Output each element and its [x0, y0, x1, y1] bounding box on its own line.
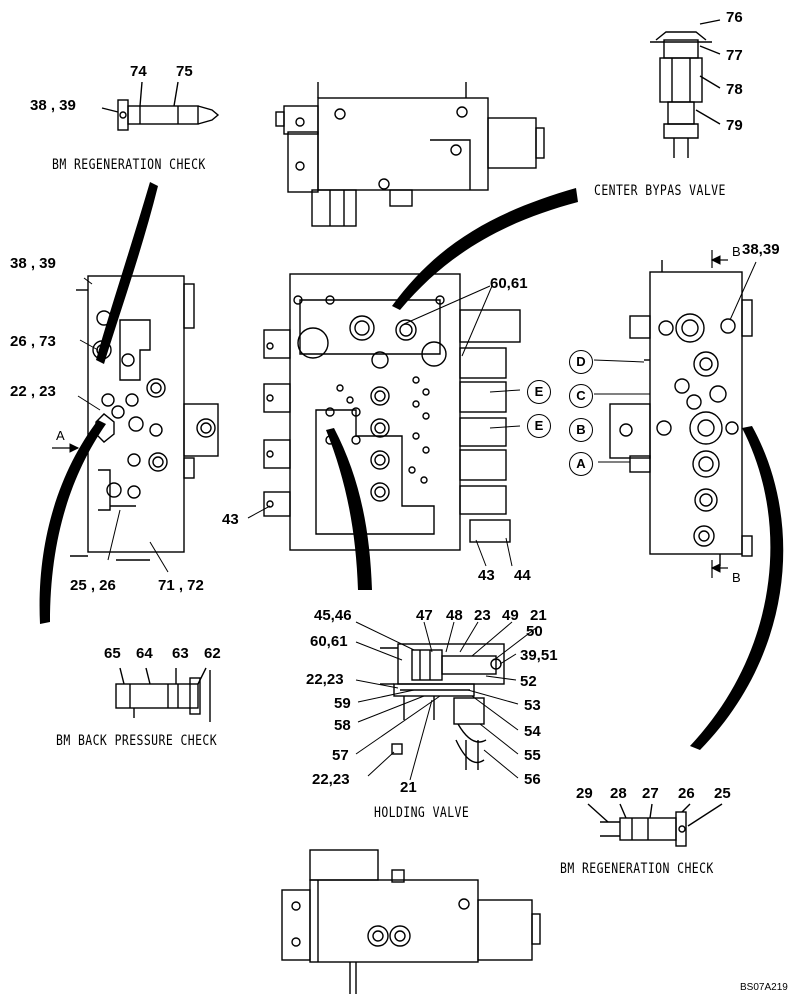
caption-holding-valve: HOLDING VALVE [374, 805, 470, 821]
label-26-bottom: 26 [678, 785, 695, 802]
label-76: 76 [726, 9, 743, 26]
swoosh-right-to-bm-regen [690, 426, 784, 750]
view-mark-b-bottom: B [732, 570, 741, 585]
label-56: 56 [524, 771, 541, 788]
label-77: 77 [726, 47, 743, 64]
drawing-code: BS07A219 [740, 982, 788, 993]
swoosh-bypass-to-center [392, 188, 578, 310]
view-mark-a: A [56, 428, 65, 443]
label-47: 47 [416, 607, 433, 624]
label-55: 55 [524, 747, 541, 764]
label-53: 53 [524, 697, 541, 714]
port-c: C [569, 384, 593, 408]
port-b: B [569, 418, 593, 442]
label-38-39-top: 38 , 39 [30, 97, 76, 114]
label-71-72: 71 , 72 [158, 577, 204, 594]
view-mark-b-top: B [732, 244, 741, 259]
label-28: 28 [610, 785, 627, 802]
label-49: 49 [502, 607, 519, 624]
caption-bm-regeneration-check-bottom: BM REGENERATION CHECK [560, 861, 714, 877]
label-26-73: 26 , 73 [10, 333, 56, 350]
holding-valve-part [380, 643, 505, 770]
label-58: 58 [334, 717, 351, 734]
label-38-39-right: 38,39 [742, 241, 780, 258]
port-d: D [569, 350, 593, 374]
label-62: 62 [204, 645, 221, 662]
label-39-51: 39,51 [520, 647, 558, 664]
bm-regeneration-check-part-top [101, 81, 220, 131]
label-79: 79 [726, 117, 743, 134]
label-74: 74 [130, 63, 147, 80]
label-21-top: 21 [530, 607, 547, 624]
label-22-23-hv: 22,23 [306, 671, 344, 688]
caption-bm-regeneration-check-top: BM REGENERATION CHECK [52, 157, 206, 173]
label-57: 57 [332, 747, 349, 764]
swoosh-bm-regen-to-left [96, 182, 158, 364]
label-52: 52 [520, 673, 537, 690]
swoosh-center-to-holding [326, 428, 372, 590]
port-e-upper: E [527, 380, 551, 404]
label-48: 48 [446, 607, 463, 624]
label-27: 27 [642, 785, 659, 802]
label-21-bottom: 21 [400, 779, 417, 796]
label-65: 65 [104, 645, 121, 662]
label-22-23-left: 22 , 23 [10, 383, 56, 400]
swoosh-left-to-backpressure [39, 420, 106, 624]
label-60-61-hv: 60,61 [310, 633, 348, 650]
label-75: 75 [176, 63, 193, 80]
view-connector-swooshes [39, 182, 784, 750]
label-25-bottom: 25 [714, 785, 731, 802]
label-44: 44 [514, 567, 531, 584]
label-60-61-center: 60,61 [490, 275, 528, 292]
label-29: 29 [576, 785, 593, 802]
label-38-39-left: 38 , 39 [10, 255, 56, 272]
valve-bottom-view [281, 849, 541, 994]
bm-regeneration-check-part-bottom [587, 803, 723, 847]
label-63: 63 [172, 645, 189, 662]
label-50: 50 [526, 623, 543, 640]
leader-lines [77, 261, 757, 781]
valve-center-body [263, 273, 521, 551]
label-43-bottom: 43 [478, 567, 495, 584]
bm-back-pressure-check-part [115, 667, 211, 722]
view-arrows [52, 250, 728, 578]
label-78: 78 [726, 81, 743, 98]
label-23: 23 [474, 607, 491, 624]
caption-center-bypass-valve: CENTER BYPAS VALVE [594, 183, 726, 199]
caption-bm-back-pressure-check: BM BACK PRESSURE CHECK [56, 733, 218, 749]
valve-left-section-view [70, 275, 219, 561]
center-bypass-valve-part [650, 19, 721, 158]
valve-top-view [275, 82, 545, 227]
label-54: 54 [524, 723, 541, 740]
label-59: 59 [334, 695, 351, 712]
label-45-46: 45,46 [314, 607, 352, 624]
port-a: A [569, 452, 593, 476]
port-e-lower: E [527, 414, 551, 438]
label-25-26: 25 , 26 [70, 577, 116, 594]
label-22-23-hv2: 22,23 [312, 771, 350, 788]
valve-right-side-view [609, 260, 753, 566]
label-64: 64 [136, 645, 153, 662]
label-43-left: 43 [222, 511, 239, 528]
